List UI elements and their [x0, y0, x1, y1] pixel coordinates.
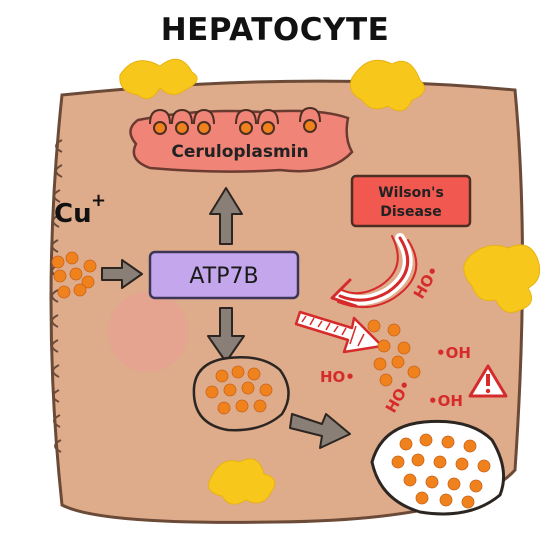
wilsons-disease-box: [350, 174, 472, 228]
arrow-vesicle-to-lysosome: [289, 413, 351, 449]
atp7b-label: ATP7B: [189, 264, 258, 289]
kupffer-cell-top-right: [349, 59, 425, 112]
excreted-copper-dots: [391, 433, 491, 509]
arrow-cu-to-atp7b: [101, 259, 143, 289]
free-copper-dots: [367, 319, 421, 387]
diagram-title: HEPATOCYTE: [161, 12, 390, 48]
ceruloplasmin-label: Ceruloplasmin: [171, 142, 308, 162]
kupffer-cell-right: [463, 244, 541, 313]
free-copper-red-arrow: [294, 310, 384, 354]
kupffer-cells: [119, 58, 541, 505]
kupffer-cell-bottom: [208, 458, 276, 505]
arrow-atp7b-to-ceruloplasmin: [209, 187, 243, 245]
wilsons-label-line2: Disease: [380, 204, 442, 220]
arrow-atp7b-to-vesicle: [207, 307, 245, 363]
ceruloplasmin-copper-sites: [149, 106, 321, 135]
kupffer-cell-top-left: [119, 58, 198, 100]
wilsons-inhibition-curve-arrow: [330, 233, 418, 309]
copper-ion-charge: +: [91, 190, 106, 211]
stored-copper-dots: [205, 365, 273, 415]
radical-oh-2: •OH: [436, 344, 471, 362]
nucleus: [108, 292, 188, 372]
atp7b-box: [148, 250, 300, 300]
copper-ion-label: Cu: [54, 199, 92, 229]
radical-ho-3: HO•: [320, 368, 355, 386]
microvilli-border: [51, 139, 63, 453]
pathway-arrows: [101, 187, 351, 449]
incoming-copper-dots: [51, 251, 97, 299]
radical-oh-5: •OH: [428, 392, 463, 410]
wilsons-label-line1: Wilson's: [378, 185, 444, 201]
warning-triangle-icon: [468, 364, 508, 398]
